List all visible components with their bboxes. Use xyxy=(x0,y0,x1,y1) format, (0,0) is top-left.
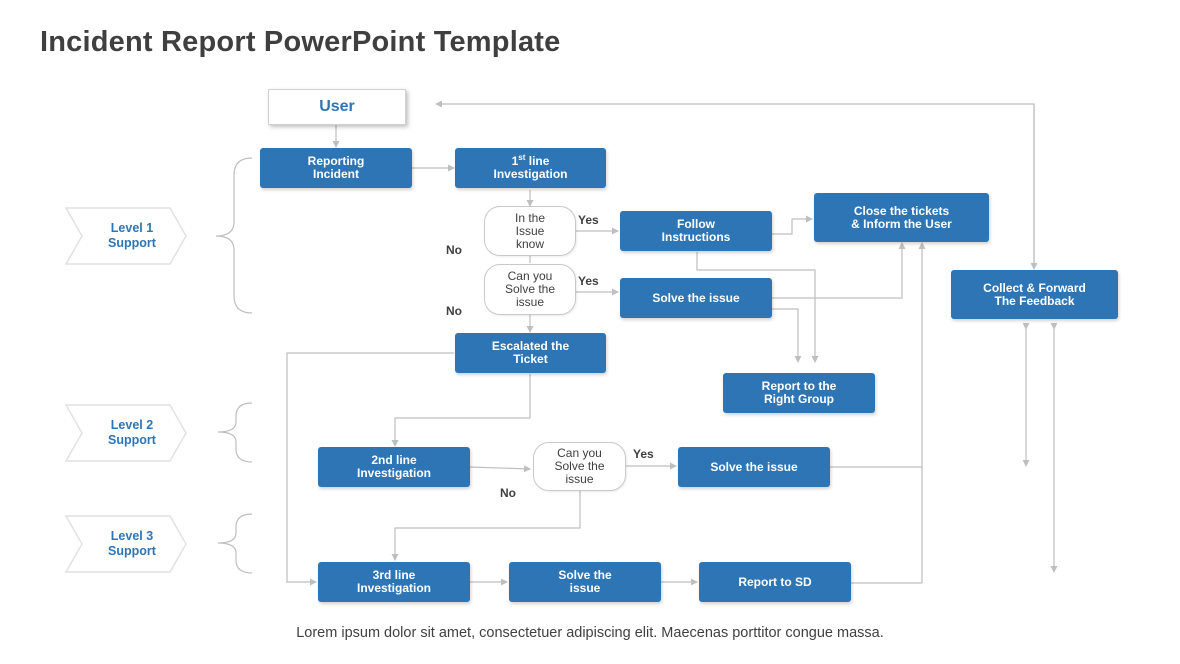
report-to-sd-node: Report to SD xyxy=(699,562,851,602)
level-1-brace xyxy=(215,157,253,314)
level-2-tag: Level 2 Support xyxy=(64,403,188,463)
level-3-label: Level 3 Support xyxy=(108,529,156,558)
close-tickets-node: Close the tickets & Inform the User xyxy=(814,193,989,242)
decision-issue-know: In the Issue know xyxy=(484,206,576,256)
chevron-shape xyxy=(64,207,187,265)
level-3-brace xyxy=(217,513,253,574)
yes-label: Yes xyxy=(633,447,654,461)
report-right-group-node: Report to the Right Group xyxy=(723,373,875,413)
level-2-label: Level 2 Support xyxy=(108,418,156,447)
yes-label: Yes xyxy=(578,213,599,227)
chevron-shape xyxy=(64,515,187,573)
escalated-ticket-node: Escalated the Ticket xyxy=(455,333,606,373)
solve-issue-l2-node: Solve the issue xyxy=(678,447,830,487)
footer-caption: Lorem ipsum dolor sit amet, consectetuer… xyxy=(296,625,884,641)
decision-can-solve-l2: Can you Solve the issue xyxy=(533,442,626,491)
page-title: Incident Report PowerPoint Template xyxy=(40,26,561,58)
follow-instructions-node: Follow Instructions xyxy=(620,211,772,251)
level-1-label: Level 1 Support xyxy=(108,221,156,250)
chevron-shape xyxy=(64,404,187,462)
first-line-investigation-node: 1st line Investigation xyxy=(455,148,606,188)
decision-can-solve-l1: Can you Solve the issue xyxy=(484,264,576,315)
first-line-word: line xyxy=(528,154,550,168)
first-line-subtitle: Investigation xyxy=(493,167,568,181)
reporting-incident-node: Reporting Incident xyxy=(260,148,412,188)
level-2-brace xyxy=(217,402,253,463)
third-line-investigation-node: 3rd line Investigation xyxy=(318,562,470,602)
yes-label: Yes xyxy=(578,274,599,288)
solve-issue-l3-node: Solve the issue xyxy=(509,562,661,602)
collect-feedback-node: Collect & Forward The Feedback xyxy=(951,270,1118,319)
no-label: No xyxy=(446,304,462,318)
first-line-suffix: st xyxy=(518,153,526,162)
solve-issue-l1-node: Solve the issue xyxy=(620,278,772,318)
first-line-heading: 1st line xyxy=(511,153,550,168)
no-label: No xyxy=(500,486,516,500)
level-3-tag: Level 3 Support xyxy=(64,514,188,574)
second-line-investigation-node: 2nd line Investigation xyxy=(318,447,470,487)
first-line-ordinal: 1 xyxy=(511,154,519,168)
level-1-tag: Level 1 Support xyxy=(64,206,188,266)
user-node: User xyxy=(268,89,406,125)
no-label: No xyxy=(446,243,462,257)
